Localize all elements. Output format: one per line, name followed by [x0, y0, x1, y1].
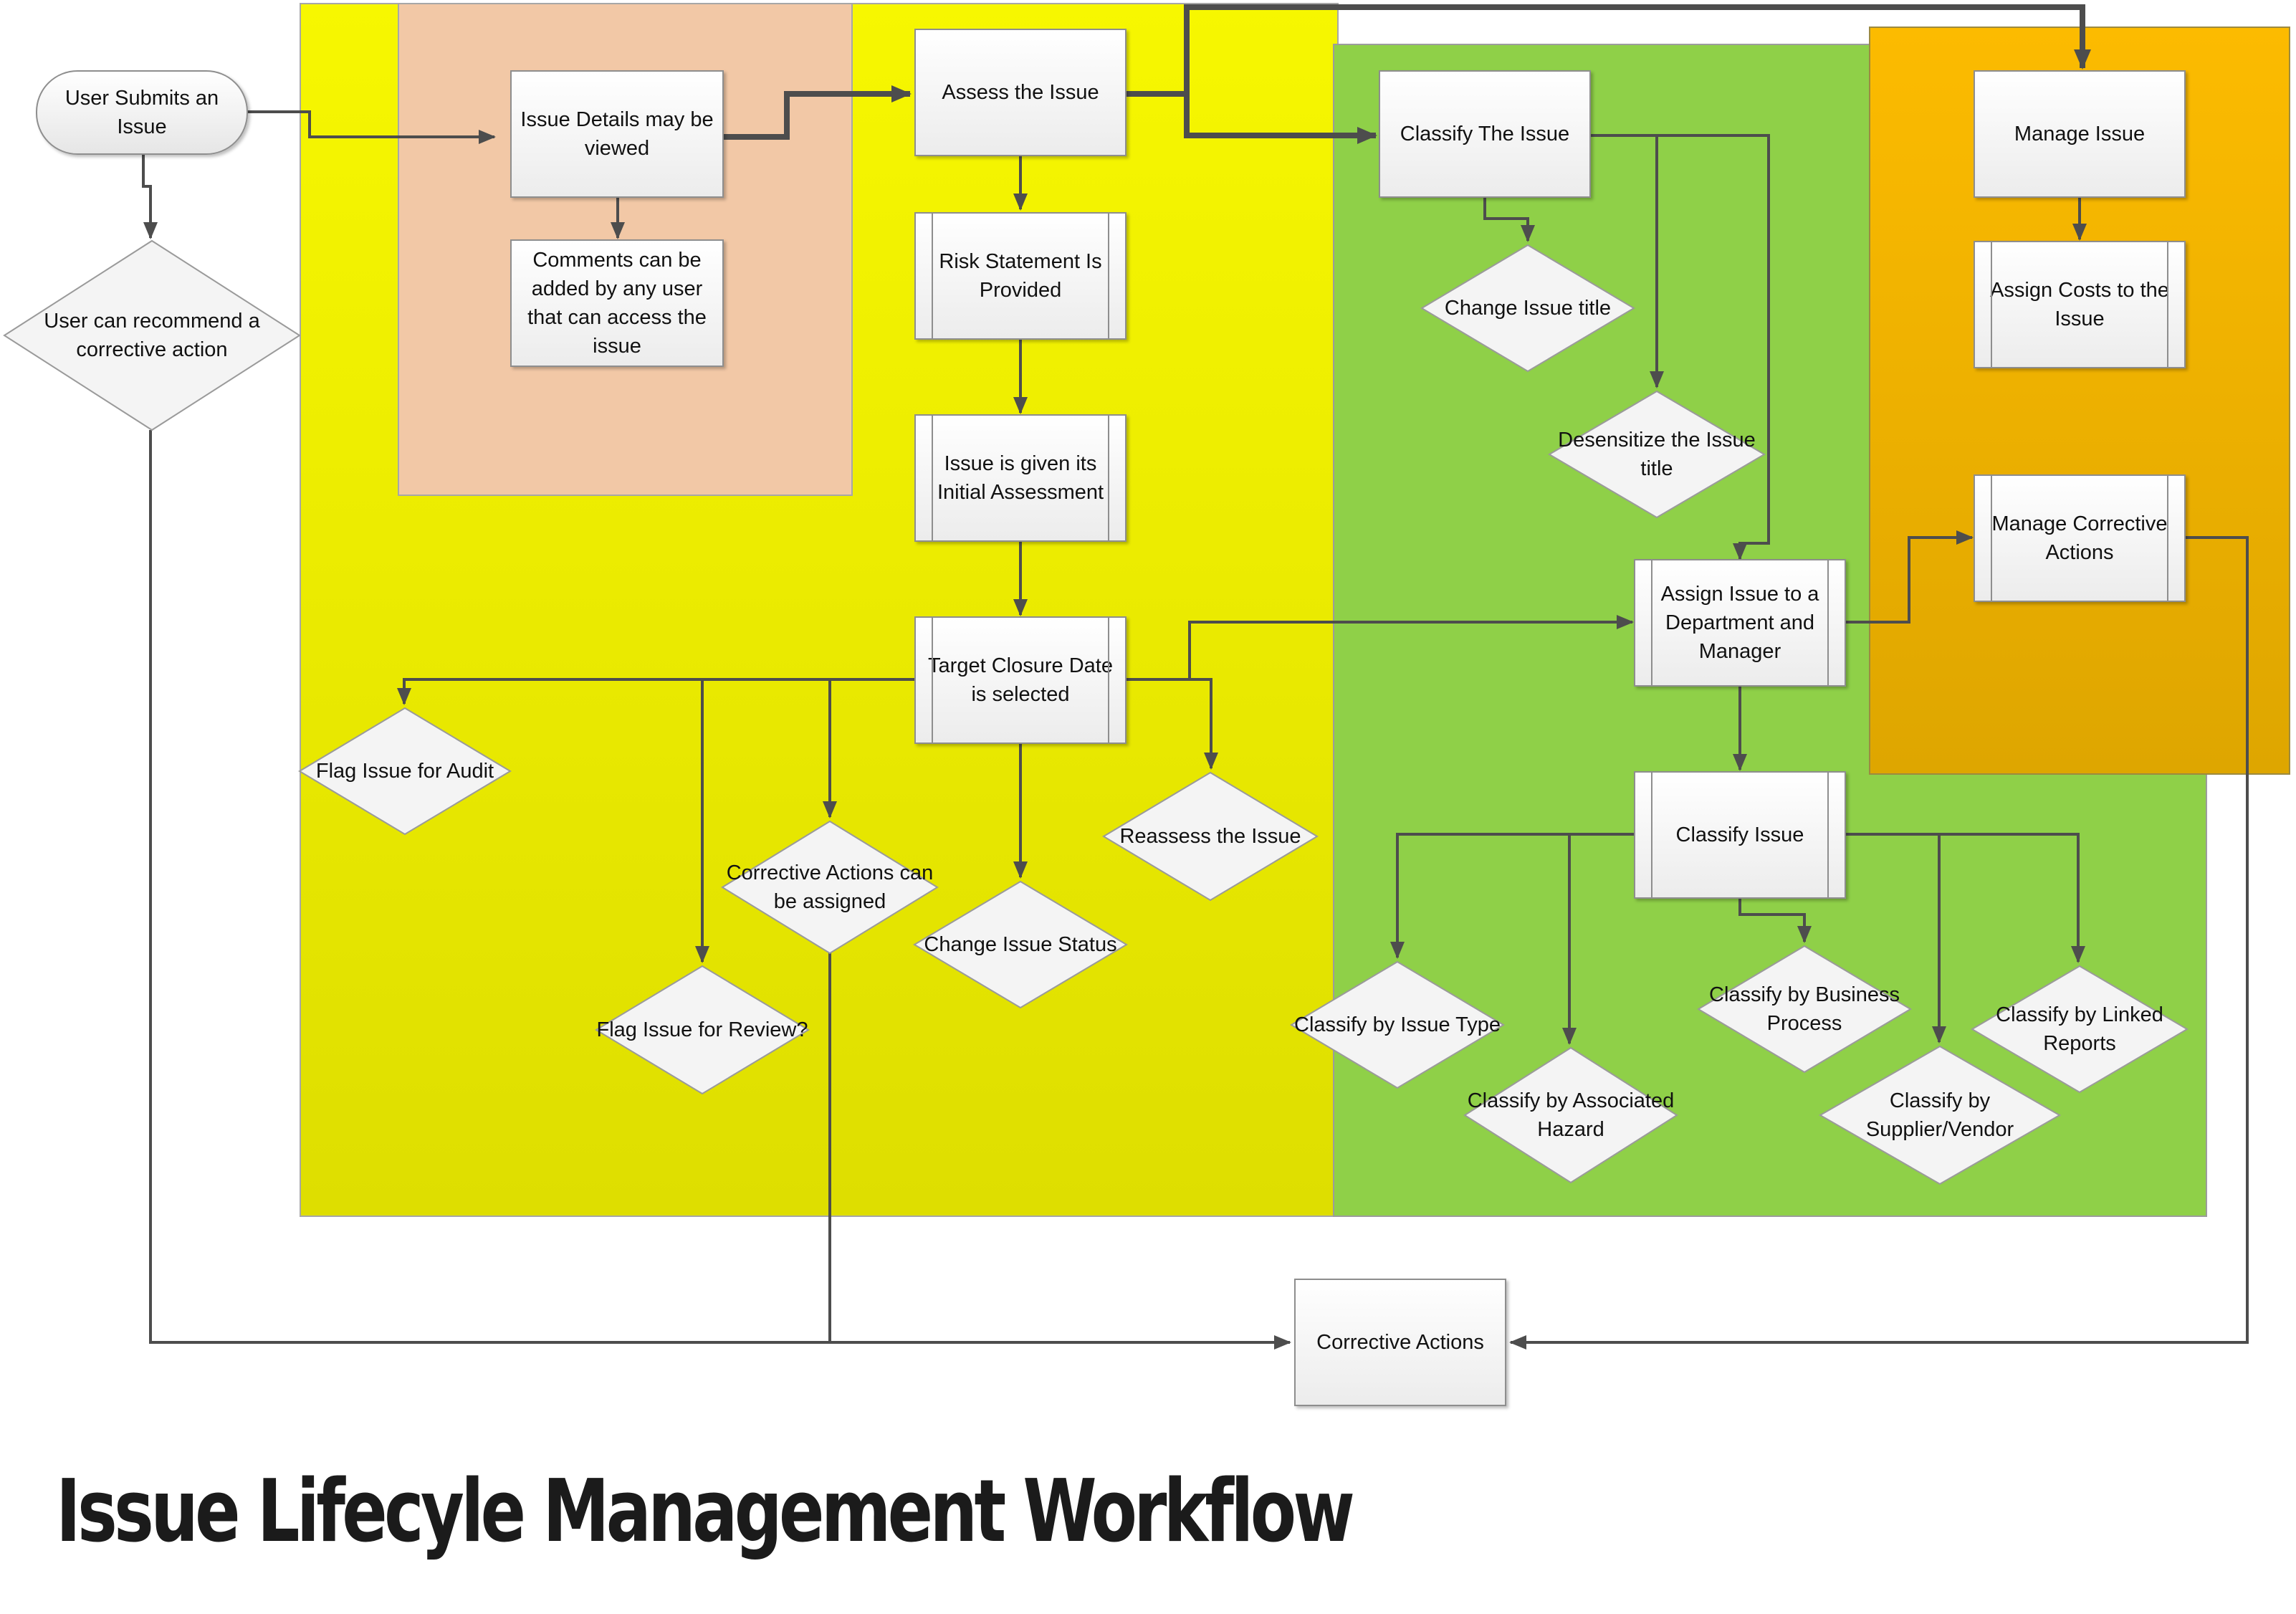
- node-label: Classify The Issue: [1400, 123, 1570, 145]
- classify-issue-node: Classify Issue: [1634, 771, 1846, 899]
- connector: [1127, 91, 1377, 144]
- change-status-decision: Change Issue Status: [913, 880, 1128, 1009]
- flag-review-decision: Flag Issue for Review?: [595, 965, 810, 1095]
- node-label: Classify by Linked Reports: [1996, 1003, 2163, 1055]
- connector: [142, 155, 158, 239]
- reassess-decision: Reassess the Issue: [1102, 771, 1319, 902]
- flag-audit-decision: Flag Issue for Audit: [298, 707, 512, 836]
- node-label: User can recommend a corrective action: [44, 310, 260, 361]
- node-label: Comments can be added by any user that c…: [527, 249, 707, 358]
- connector: [724, 85, 912, 140]
- node-label: Classify by Issue Type: [1294, 1013, 1501, 1036]
- connector: [1188, 615, 1634, 679]
- node-label: Desensitize the Issue title: [1558, 429, 1756, 480]
- node-label: Manage Corrective Actions: [1991, 512, 2168, 564]
- connector: [1483, 198, 1535, 242]
- connector: [1846, 530, 1974, 624]
- node-label: Classify by Supplier/Vendor: [1865, 1089, 2014, 1141]
- connector: [149, 430, 1291, 1350]
- manage-issue-node: Manage Issue: [1974, 70, 2186, 198]
- classify-the-issue-node: Classify The Issue: [1379, 70, 1591, 198]
- user-recommend-decision: User can recommend a corrective action: [3, 239, 301, 431]
- change-title-decision: Change Issue title: [1420, 244, 1635, 373]
- page-title: Issue Lifecyle Management Workflow: [56, 1462, 1355, 1562]
- comments-node: Comments can be added by any user that c…: [510, 239, 724, 367]
- issue-details-node: Issue Details may be viewed: [510, 70, 724, 198]
- node-label: Issue Details may be viewed: [520, 108, 714, 160]
- node-label: Assign Issue to a Department and Manager: [1660, 583, 1819, 663]
- classify-by-supplier-decision: Classify by Supplier/Vendor: [1818, 1045, 2062, 1185]
- connector: [1657, 134, 1770, 560]
- initial-assessment-node: Issue is given its Initial Assessment: [914, 414, 1127, 542]
- manage-corrective-actions-node: Manage Corrective Actions: [1974, 474, 2186, 602]
- connector: [1738, 898, 1812, 943]
- node-label: Issue is given its Initial Assessment: [937, 452, 1104, 504]
- node-label: Flag Issue for Audit: [315, 760, 494, 783]
- classify-by-process-decision: Classify by Business Process: [1697, 945, 1912, 1074]
- assign-department-node: Assign Issue to a Department and Manager: [1634, 559, 1846, 687]
- node-label: Classify Issue: [1675, 823, 1804, 846]
- assess-issue-node: Assess the Issue: [914, 29, 1127, 156]
- node-label: Risk Statement Is Provided: [939, 250, 1102, 302]
- classify-by-reports-decision: Classify by Linked Reports: [1971, 965, 2189, 1094]
- node-label: Change Issue title: [1444, 297, 1612, 320]
- connector: [245, 110, 496, 144]
- node-label: Flag Issue for Review?: [596, 1018, 808, 1041]
- connector: [1939, 833, 2085, 963]
- corrective-actions-node: Corrective Actions: [1294, 1279, 1506, 1406]
- node-label: Change Issue Status: [924, 933, 1117, 956]
- connector: [1127, 678, 1218, 770]
- connector: [1509, 536, 2249, 1350]
- desensitize-decision: Desensitize the Issue title: [1548, 390, 1766, 519]
- classify-by-hazard-decision: Classify by Associated Hazard: [1463, 1046, 1678, 1184]
- classify-by-type-decision: Classify by Issue Type: [1290, 960, 1505, 1089]
- node-label: Reassess the Issue: [1119, 825, 1301, 848]
- corrective-assigned-decision: Corrective Actions can be assigned: [721, 820, 939, 955]
- node-label: User Submits an Issue: [64, 87, 219, 138]
- node-label: Assign Costs to the Issue: [1990, 279, 2169, 330]
- node-label: Classify by Business Process: [1709, 983, 1900, 1035]
- connector: [1184, 4, 2091, 94]
- node-label: Target Closure Date is selected: [928, 654, 1113, 706]
- connector: [1390, 833, 1634, 959]
- node-label: Assess the Issue: [942, 81, 1099, 104]
- target-closure-node: Target Closure Date is selected: [914, 616, 1127, 744]
- node-label: Classify by Associated Hazard: [1467, 1089, 1675, 1141]
- connector: [397, 678, 914, 705]
- risk-statement-node: Risk Statement Is Provided: [914, 212, 1127, 340]
- assign-costs-node: Assign Costs to the Issue: [1974, 241, 2186, 368]
- node-label: Manage Issue: [2014, 123, 2146, 145]
- node-label: Corrective Actions can be assigned: [726, 861, 934, 913]
- start-user-submits: User Submits an Issue: [36, 70, 248, 155]
- node-label: Corrective Actions: [1316, 1331, 1484, 1354]
